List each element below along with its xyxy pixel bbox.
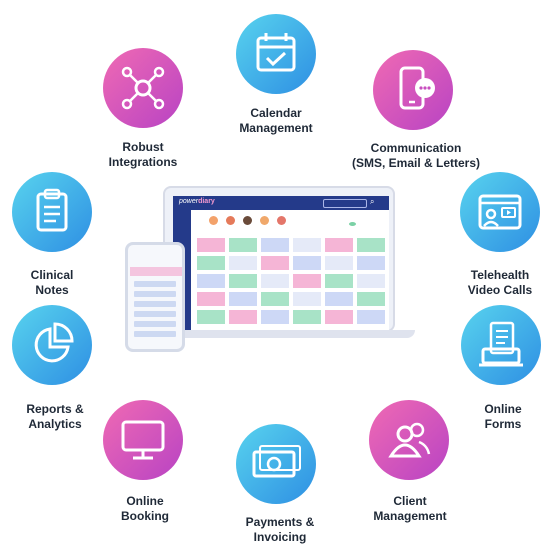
- appointment: [229, 238, 257, 252]
- app-search-input: [323, 199, 367, 208]
- appointment: [197, 256, 225, 270]
- appointment: [229, 292, 257, 306]
- phone-highlight-row: [130, 267, 182, 276]
- laptop-frame: powerdiary ⌕: [163, 186, 395, 332]
- appointment: [293, 292, 321, 306]
- cash-icon: [236, 424, 316, 504]
- search-icon: ⌕: [370, 197, 375, 206]
- video-call-icon: [460, 172, 540, 252]
- feature-clinical-notes-label: Clinical Notes: [30, 268, 74, 297]
- phone-list-row: [134, 291, 176, 297]
- appointment: [293, 238, 321, 252]
- calendar-check-icon: [236, 14, 316, 94]
- appointment: [357, 256, 385, 270]
- pie-chart-icon: [12, 305, 92, 385]
- feature-integrations-label: Robust Integrations: [108, 140, 178, 169]
- appointment: [261, 274, 289, 288]
- appointment: [261, 238, 289, 252]
- appointment: [261, 310, 289, 324]
- appointment: [325, 256, 353, 270]
- laptop-illustration: powerdiary ⌕: [143, 186, 415, 338]
- app-screen: powerdiary ⌕: [173, 196, 389, 330]
- laptop-base: [143, 330, 415, 338]
- appointment: [293, 310, 321, 324]
- users-icon: [369, 400, 449, 480]
- appointment: [229, 256, 257, 270]
- phone-list-row: [134, 331, 176, 337]
- phone-list-row: [134, 281, 176, 287]
- avatar: [260, 216, 269, 225]
- appointment: [229, 310, 257, 324]
- appointment: [357, 292, 385, 306]
- appointment: [293, 256, 321, 270]
- feature-communication-label: Communication (SMS, Email & Letters): [351, 141, 481, 170]
- clipboard-icon: [12, 172, 92, 252]
- phone-illustration: [125, 242, 185, 352]
- appointment: [197, 292, 225, 306]
- phone-chat-icon: [373, 50, 453, 130]
- feature-online-booking-label: Online Booking: [121, 494, 169, 523]
- appointment: [229, 274, 257, 288]
- phone-list-row: [134, 301, 176, 307]
- monitor-icon: [103, 400, 183, 480]
- appointment: [325, 310, 353, 324]
- appointment: [357, 274, 385, 288]
- avatar: [277, 216, 286, 225]
- appointment: [325, 274, 353, 288]
- feature-telehealth-label: Telehealth Video Calls: [467, 268, 533, 297]
- phone-list-row: [134, 311, 176, 317]
- network-icon: [103, 48, 183, 128]
- feature-online-forms-label: Online Forms: [484, 402, 522, 431]
- appointment: [261, 256, 289, 270]
- appointment: [197, 238, 225, 252]
- toggle: [349, 222, 356, 226]
- phone-list-row: [134, 321, 176, 327]
- appointment: [197, 310, 225, 324]
- appointment: [261, 292, 289, 306]
- appointment: [325, 238, 353, 252]
- avatar: [226, 216, 235, 225]
- feature-calendar-label: Calendar Management: [239, 106, 313, 135]
- feature-payments-label: Payments & Invoicing: [245, 515, 315, 544]
- appointment: [357, 310, 385, 324]
- app-logo: powerdiary: [179, 198, 215, 205]
- feature-client-management-label: Client Management: [373, 494, 447, 523]
- avatar: [209, 216, 218, 225]
- feature-reports-label: Reports & Analytics: [26, 402, 84, 431]
- avatar: [243, 216, 252, 225]
- appointment: [197, 274, 225, 288]
- appointment: [357, 238, 385, 252]
- app-topbar: powerdiary ⌕: [173, 196, 389, 210]
- form-icon: [461, 305, 541, 385]
- appointment: [293, 274, 321, 288]
- appointment: [325, 292, 353, 306]
